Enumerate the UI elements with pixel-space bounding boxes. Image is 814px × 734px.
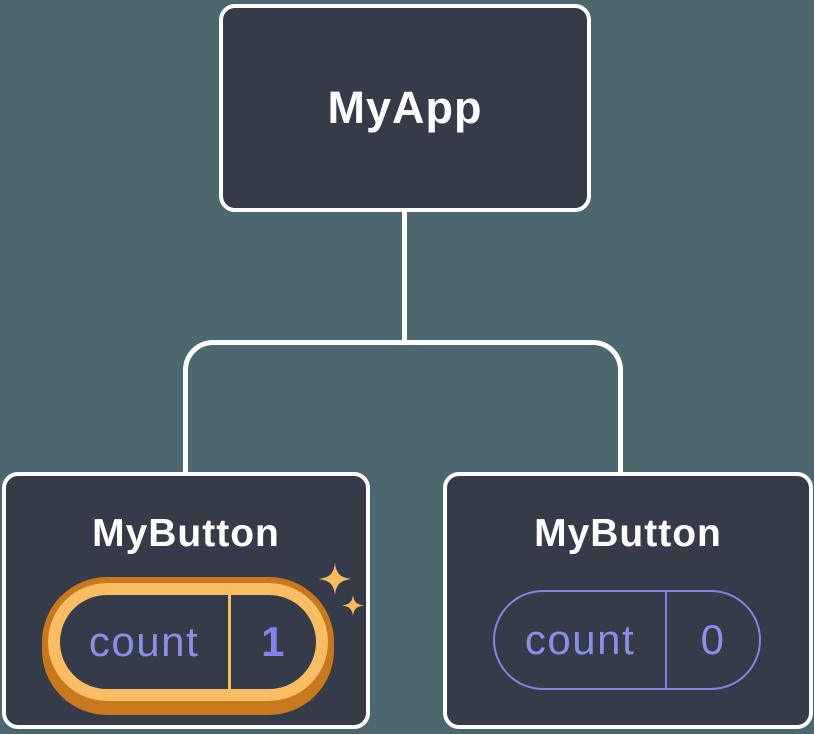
connector-branch-to-children: [183, 340, 623, 473]
sparkle-icon: [318, 563, 364, 616]
state-label: count: [88, 618, 200, 665]
state-pill-highlighted: count 1: [48, 583, 328, 701]
state-label: count: [524, 616, 636, 663]
node-title-mybutton-2: MyButton: [534, 512, 722, 555]
pill-divider: [665, 592, 667, 688]
state-value: 1: [261, 618, 286, 665]
state-value: 0: [700, 616, 726, 663]
node-title-mybutton-1: MyButton: [92, 512, 280, 555]
tree-node-myapp: MyApp: [219, 4, 591, 212]
pill-divider: [228, 595, 231, 689]
connector-root-to-branch: [402, 209, 407, 343]
tree-node-mybutton-2: MyButton count 0: [443, 472, 813, 729]
state-pill: count 0: [493, 590, 761, 690]
tree-node-mybutton-1: MyButton count 1: [2, 472, 370, 729]
node-title-myapp: MyApp: [327, 82, 483, 133]
